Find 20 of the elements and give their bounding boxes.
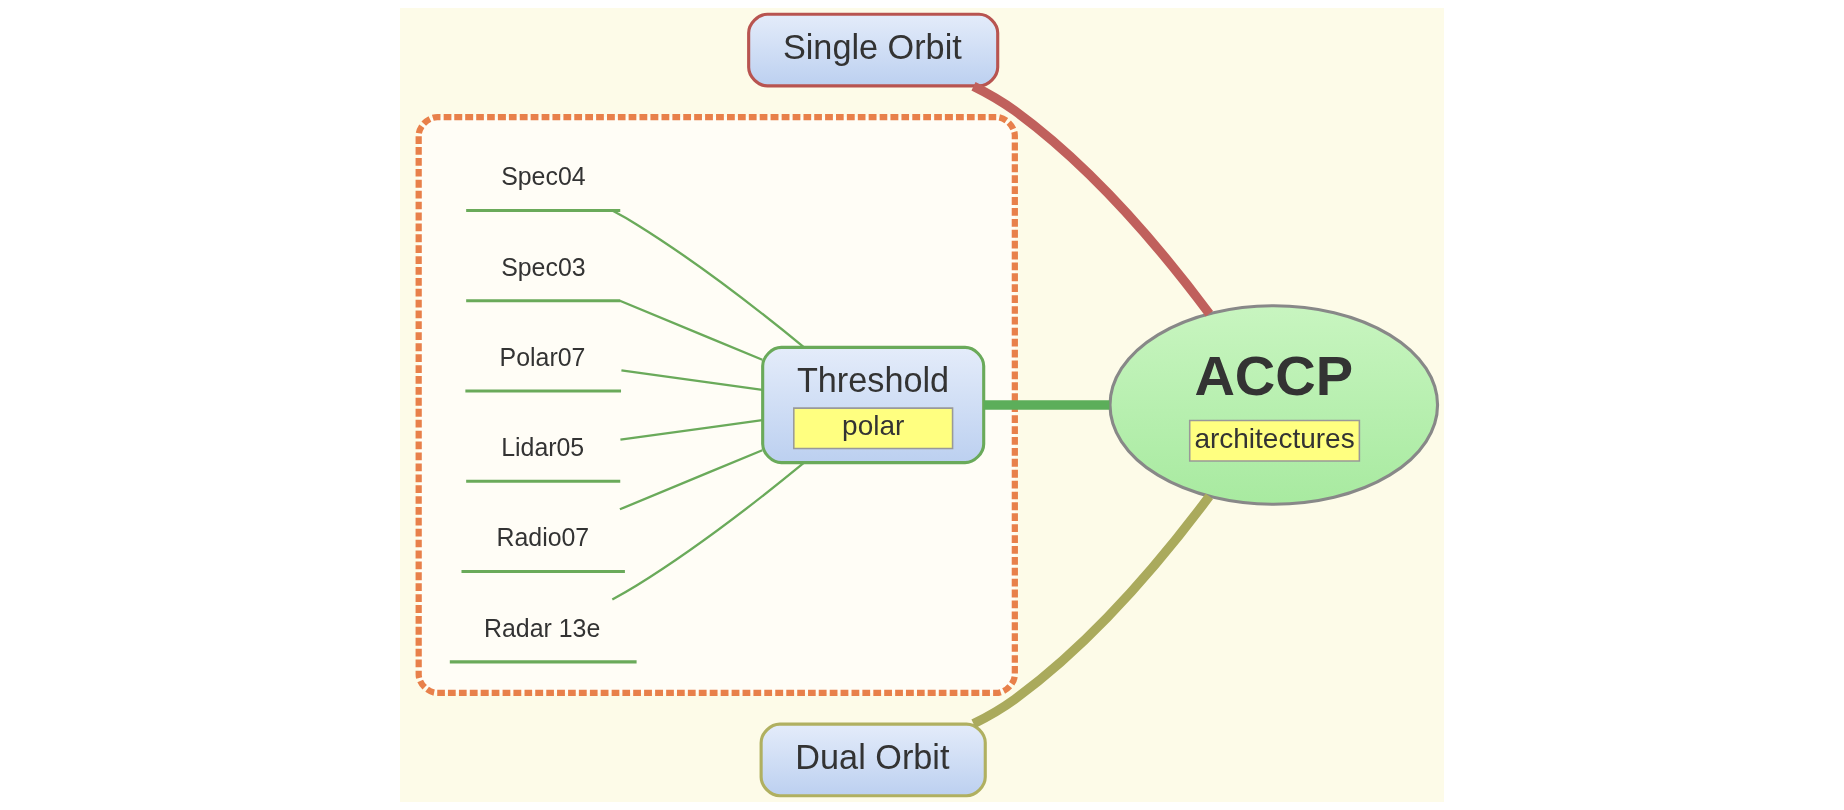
connector — [611, 209, 805, 348]
connector — [620, 418, 763, 441]
node-box: Single Orbit — [747, 12, 1000, 88]
node-text: Spec03 — [501, 252, 586, 281]
node-text: Lidar05 — [501, 433, 585, 462]
connector — [971, 493, 1214, 728]
connector — [619, 299, 763, 361]
connector — [983, 400, 1110, 410]
connector — [619, 449, 763, 511]
node-text: Spec04 — [501, 162, 586, 191]
connector — [971, 82, 1214, 317]
connector — [611, 462, 805, 601]
node-box: Threshold polar — [761, 345, 986, 465]
node-text: Radar 13e — [484, 613, 601, 642]
node-ellipse: ACCP architectures — [1108, 304, 1440, 506]
cluster — [415, 113, 1018, 697]
node-text: Radio07 — [496, 523, 590, 552]
connector — [621, 369, 763, 392]
node-text: Polar07 — [499, 342, 586, 371]
node-box: Dual Orbit — [759, 722, 987, 798]
